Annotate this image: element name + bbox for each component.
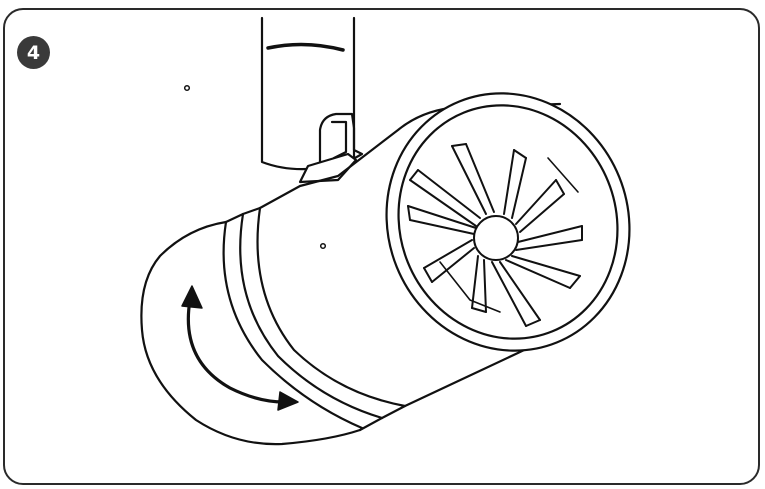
step-panel (3, 8, 760, 485)
step-number: 4 (26, 41, 41, 64)
rotate-curved-double-arrow-icon (181, 285, 299, 411)
screw-dot-body (319, 242, 327, 250)
vacuum-wand-tube-icon (260, 16, 364, 184)
cylindrical-brush-attachment-icon (140, 92, 631, 446)
step-number-badge: 4 (17, 36, 50, 69)
screw-dot-left (183, 84, 191, 92)
radial-grille-icon (407, 143, 583, 327)
